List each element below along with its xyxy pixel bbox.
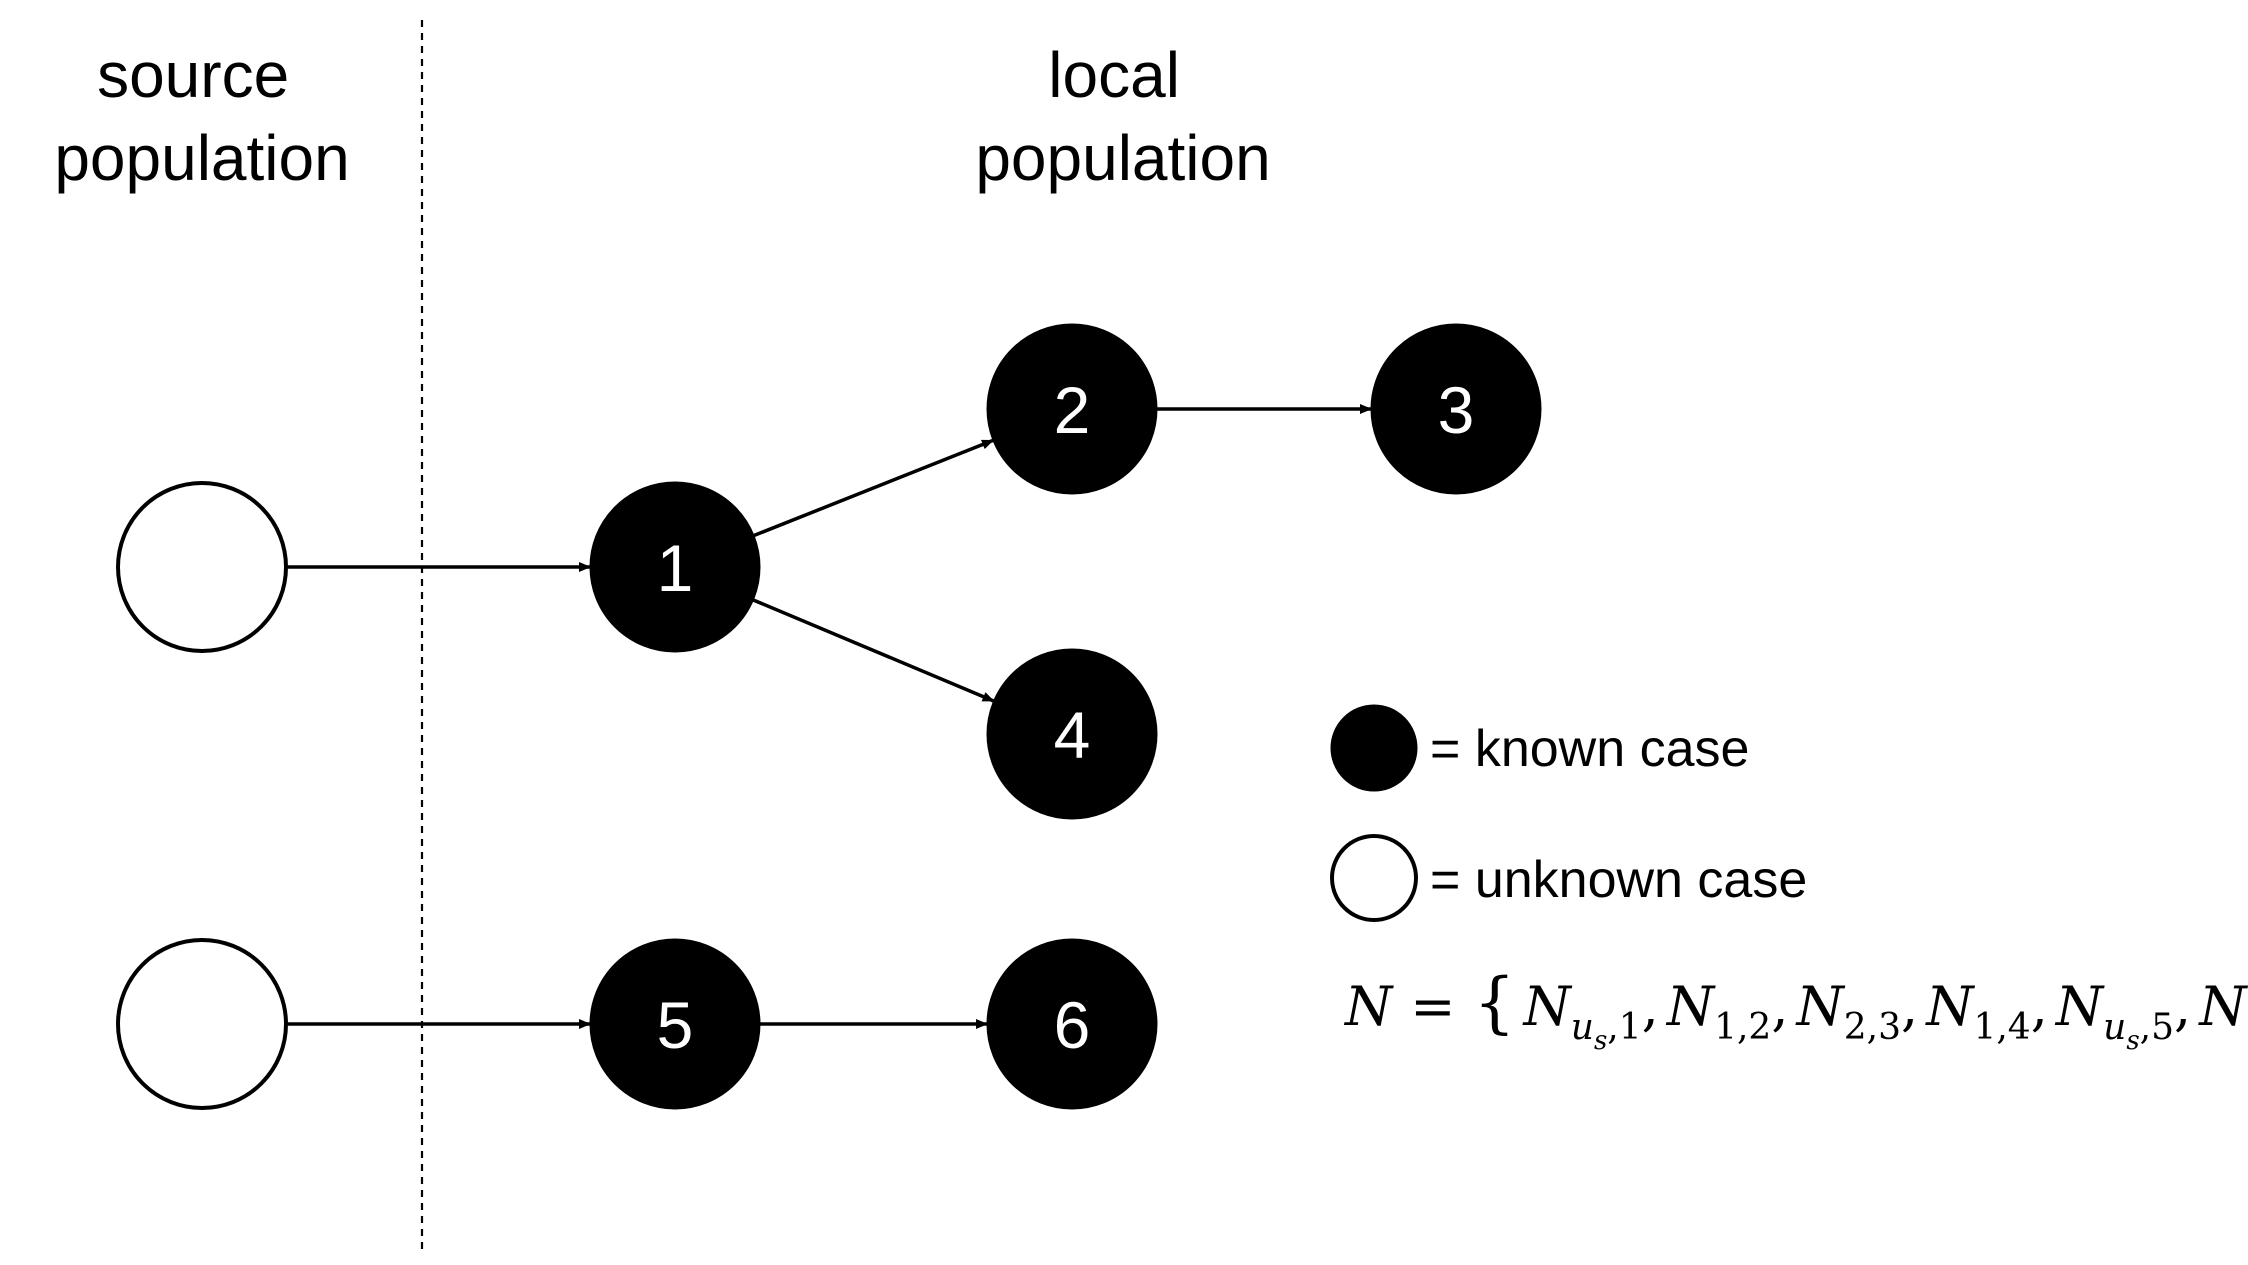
formula-term-base: N: [2054, 975, 2105, 1038]
node-label: 5: [657, 988, 694, 1062]
formula-term-base: N: [2197, 975, 2248, 1038]
formula-open-brace: {: [1474, 964, 1516, 1041]
formula-term-base: N: [1665, 975, 1716, 1038]
edge-n1-to-n2: [752, 438, 994, 538]
legend-known-marker: [1330, 704, 1418, 792]
node-circle: [986, 648, 1158, 820]
source-population-heading: source population: [54, 39, 349, 194]
legend-known-label: = known case: [1430, 720, 1749, 778]
formula-lhs: N: [1343, 975, 1394, 1038]
unknown-case-node-u1: [116, 481, 288, 653]
formula-equals: =: [1410, 975, 1455, 1038]
known-case-node-n5: 5: [589, 938, 761, 1110]
case-nodes: 1 2 3 4 5 6: [116, 323, 1542, 1110]
known-case-node-n2: 2: [986, 323, 1158, 495]
node-circle: [986, 938, 1158, 1110]
source-heading-line-1: source: [97, 39, 289, 111]
formula-term-base: N: [1795, 975, 1846, 1038]
legend-unknown-marker: [1330, 834, 1418, 922]
known-case-node-n3: 3: [1370, 323, 1542, 495]
edge-n1-to-n4: [751, 597, 995, 703]
node-circle: [1370, 323, 1542, 495]
known-case-node-n1: 1: [589, 481, 761, 653]
formula-term-subscript: 5,6: [2246, 1007, 2248, 1048]
formula-separator: ,: [1771, 975, 1788, 1038]
known-case-node-n4: 4: [986, 648, 1158, 820]
node-label: 3: [1438, 373, 1475, 447]
formula-terms: Nus,1,N1,2,N2,3,N1,4,Nus,5,N5,6: [1522, 975, 2248, 1056]
node-circle: [116, 481, 288, 653]
formula-term-subscript-index: ,1: [1607, 1007, 1641, 1048]
edge-set-formula: N = { Nus,1,N1,2,N2,3,N1,4,Nus,5,N5,6 }: [1343, 964, 2248, 1056]
formula-term-base: N: [1522, 975, 1573, 1038]
formula-term-subsubscript: s: [1594, 1026, 1607, 1056]
formula-term-subscript: 2,3: [1844, 1007, 1901, 1048]
local-population-heading: local population: [975, 39, 1270, 194]
formula-separator: ,: [2031, 975, 2048, 1038]
node-label: 2: [1054, 373, 1091, 447]
legend: = known case = unknown case: [1330, 704, 1807, 922]
formula-term-subscript: 1,4: [1973, 1007, 2030, 1048]
formula-separator: ,: [1901, 975, 1918, 1038]
node-circle: [589, 481, 761, 653]
local-heading-line-1: local: [1048, 39, 1180, 111]
node-circle: [589, 938, 761, 1110]
formula-separator: ,: [2174, 975, 2191, 1038]
known-case-node-n6: 6: [986, 938, 1158, 1110]
source-heading-line-2: population: [54, 122, 349, 194]
node-label: 6: [1054, 988, 1091, 1062]
node-label: 1: [657, 531, 694, 605]
formula-term-subscript: u: [1571, 1007, 1594, 1048]
local-heading-line-2: population: [975, 122, 1270, 194]
node-circle: [986, 323, 1158, 495]
formula-term-subscript: u: [2103, 1007, 2126, 1048]
transmission-edges: [286, 404, 1372, 1029]
formula-term-subscript-index: ,5: [2140, 1007, 2174, 1048]
formula-term-base: N: [1924, 975, 1975, 1038]
node-circle: [116, 938, 288, 1110]
node-label: 4: [1054, 698, 1091, 772]
formula-term-subsubscript: s: [2126, 1026, 2139, 1056]
formula-separator: ,: [1642, 975, 1659, 1038]
legend-unknown-label: = unknown case: [1430, 851, 1807, 909]
formula-term-subscript: 1,2: [1714, 1007, 1771, 1048]
unknown-case-node-u2: [116, 938, 288, 1110]
